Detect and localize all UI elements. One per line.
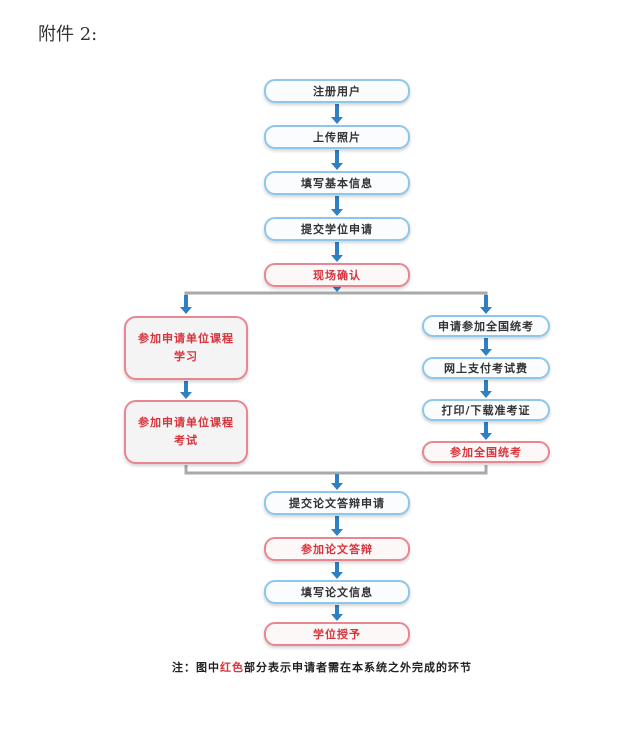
arrow-shaft: [484, 380, 488, 392]
step-course-study: 参加申请单位课程 学习: [124, 316, 248, 380]
arrow-shaft: [335, 516, 339, 530]
footnote-highlight: 红色: [220, 661, 244, 674]
attachment-label: 附件 2:: [38, 24, 98, 45]
down-arrow-icon: [180, 307, 192, 314]
down-arrow-icon: [480, 391, 492, 398]
arrow-shaft: [335, 605, 339, 615]
step-on-site-confirm: 现场确认: [264, 263, 410, 287]
step-fill-basic-info: 填写基本信息: [264, 171, 410, 195]
arrow-shaft: [335, 242, 339, 256]
footnote: 注：图中红色部分表示申请者需在本系统之外完成的环节: [0, 659, 644, 675]
step-thesis-defense: 参加论文答辩: [264, 537, 410, 561]
step-course-exam-label: 参加申请单位课程 考试: [138, 416, 234, 447]
down-arrow-icon: [331, 483, 343, 490]
arrow-shaft: [335, 150, 339, 164]
down-arrow-icon: [331, 209, 343, 216]
arrow-shaft: [484, 422, 488, 434]
split-connector: [184, 291, 488, 305]
step-online-payment: 网上支付考试费: [422, 357, 550, 379]
arrow-shaft: [335, 562, 339, 573]
arrow-shaft: [484, 338, 488, 350]
step-apply-national-exam: 申请参加全国统考: [422, 315, 550, 337]
down-arrow-icon: [480, 307, 492, 314]
down-arrow-icon: [331, 529, 343, 536]
down-arrow-icon: [180, 392, 192, 399]
down-arrow-icon: [331, 117, 343, 124]
step-submit-application: 提交学位申请: [264, 217, 410, 241]
arrow-shaft: [335, 196, 339, 210]
arrow-shaft: [335, 104, 339, 118]
arrow-shaft: [184, 295, 188, 308]
arrow-shaft: [484, 295, 488, 308]
down-arrow-icon: [331, 614, 343, 621]
step-upload-photo: 上传照片: [264, 125, 410, 149]
down-arrow-icon: [331, 255, 343, 262]
down-arrow-icon: [480, 349, 492, 356]
down-arrow-icon: [331, 163, 343, 170]
arrow-shaft: [184, 381, 188, 393]
down-arrow-icon: [480, 433, 492, 440]
step-submit-defense-application: 提交论文答辩申请: [264, 491, 410, 515]
step-fill-thesis-info: 填写论文信息: [264, 580, 410, 604]
step-degree-conferral: 学位授予: [264, 622, 410, 646]
footnote-suffix: 部分表示申请者需在本系统之外完成的环节: [244, 661, 472, 674]
footnote-prefix: 注：图中: [172, 661, 220, 674]
merge-connector: [184, 465, 488, 475]
step-register: 注册用户: [264, 79, 410, 103]
down-arrow-icon: [331, 572, 343, 579]
step-print-admission-ticket: 打印/下载准考证: [422, 399, 550, 421]
step-course-study-label: 参加申请单位课程 学习: [138, 332, 234, 363]
step-course-exam: 参加申请单位课程 考试: [124, 400, 248, 464]
step-take-national-exam: 参加全国统考: [422, 441, 550, 463]
arrow-shaft: [335, 474, 339, 484]
